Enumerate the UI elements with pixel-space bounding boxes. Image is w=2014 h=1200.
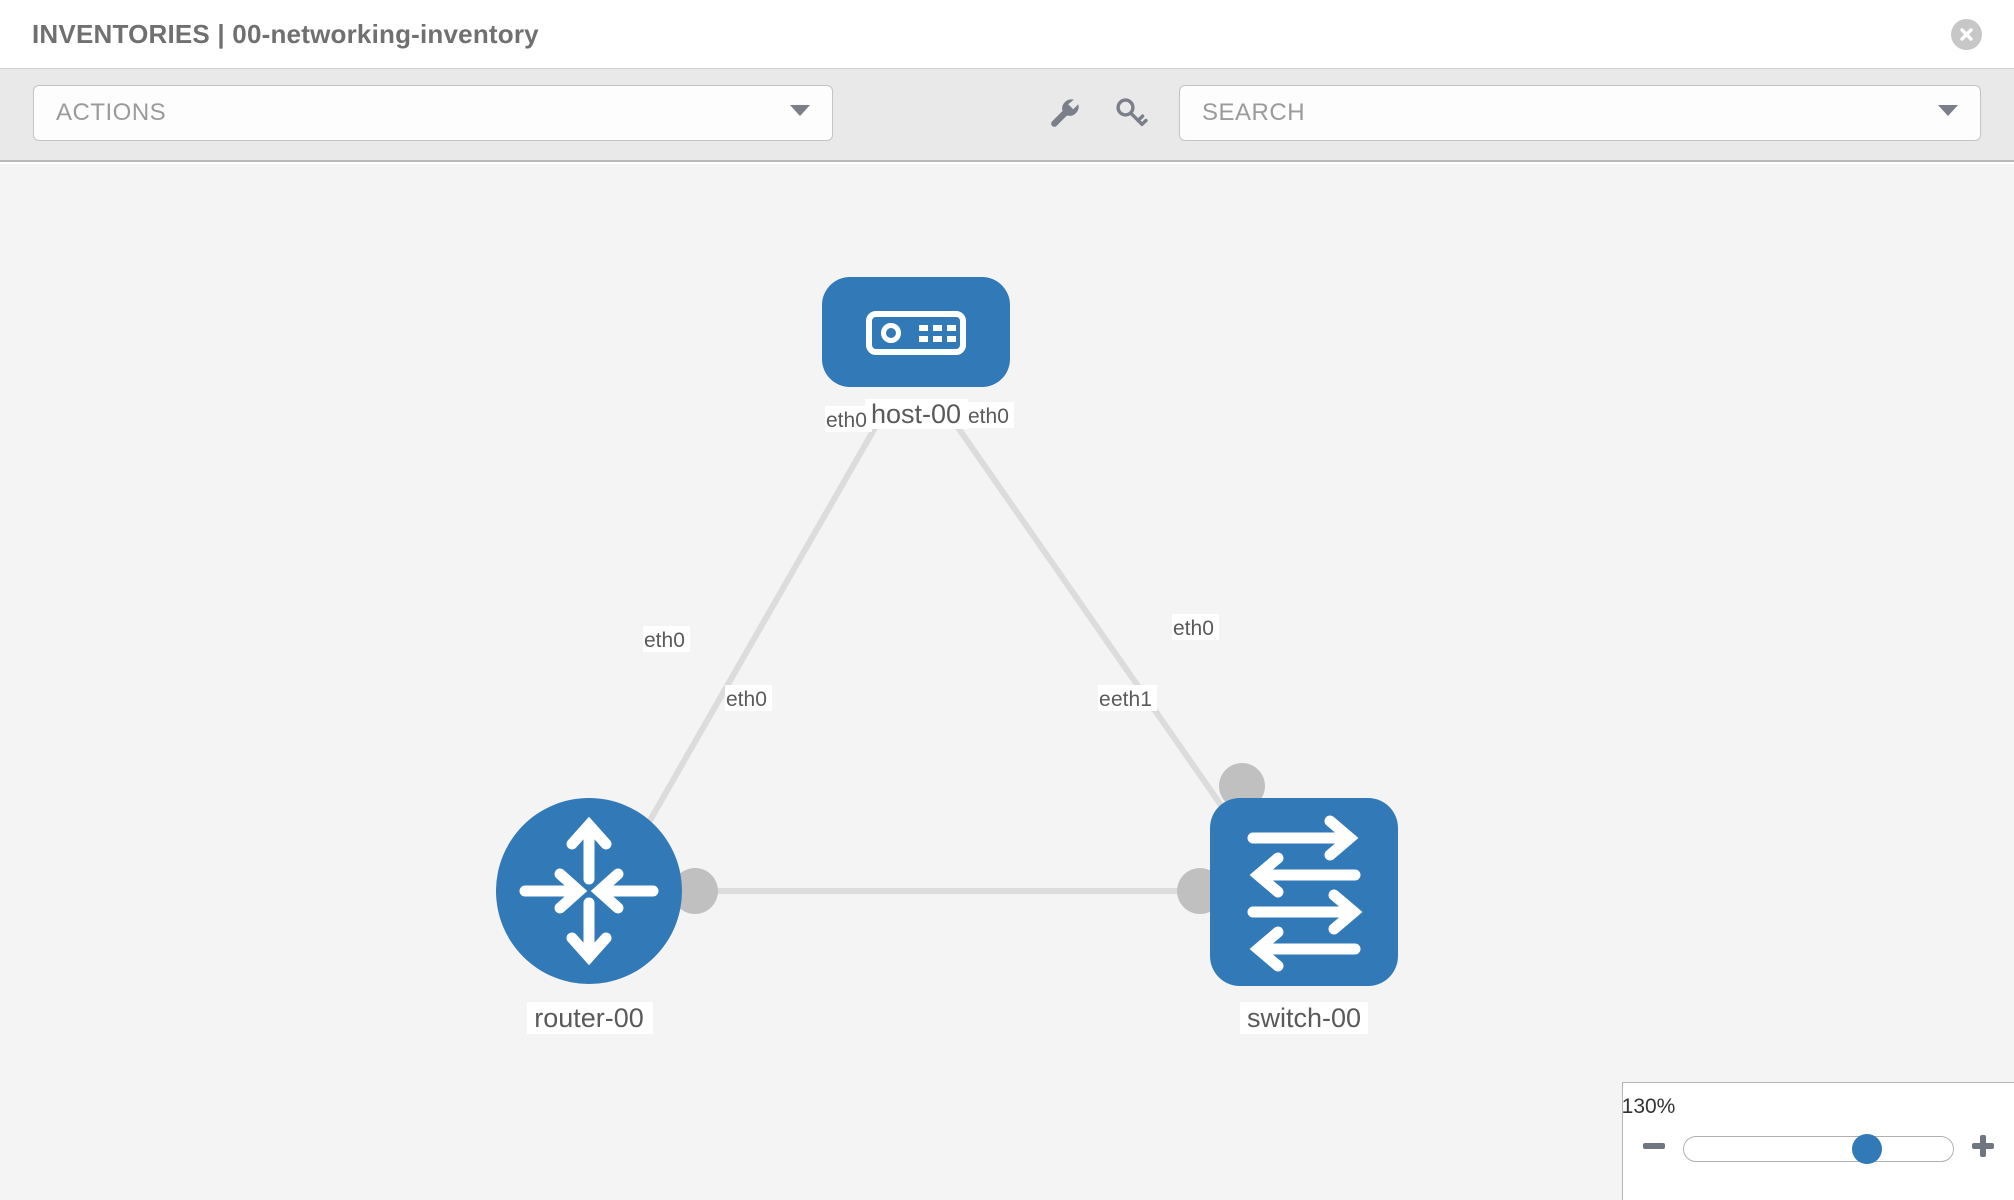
plus-icon[interactable] (1970, 1133, 1996, 1164)
iface-label-router-upper: eth0 (644, 629, 685, 652)
minus-icon[interactable] (1641, 1133, 1667, 1164)
node-label-host: host-00 (871, 399, 961, 429)
server-icon (866, 311, 966, 355)
toolbar: ACTIONS SEARCH (0, 68, 2014, 162)
connector-switch-top[interactable] (1219, 763, 1265, 809)
close-icon[interactable] (1951, 19, 1982, 50)
node-router-00[interactable]: router-00 (496, 798, 682, 1034)
node-switch-00[interactable]: switch-00 (1210, 798, 1398, 1034)
search-placeholder: SEARCH (1202, 99, 1306, 126)
iface-label-host-left: eth0 (826, 409, 867, 432)
chevron-down-icon (790, 104, 810, 122)
toolbar-icon-group (1045, 93, 1149, 136)
iface-label-switch-upper: eth0 (1173, 617, 1214, 640)
router-arrows-icon (519, 816, 659, 966)
zoom-slider-track[interactable] (1683, 1133, 1954, 1164)
iface-label-router-right: eth0 (726, 688, 767, 711)
search-input[interactable]: SEARCH (1179, 85, 1981, 141)
topology-graph: host-00 eth0 eth0 (496, 277, 1398, 1034)
router-node-shape[interactable] (496, 798, 682, 984)
host-node-shape[interactable] (822, 277, 1010, 387)
page-title: INVENTORIES | 00-networking-inventory (32, 18, 539, 49)
node-label-switch: switch-00 (1247, 1003, 1361, 1033)
wrench-icon[interactable] (1045, 93, 1083, 136)
actions-dropdown[interactable]: ACTIONS (33, 85, 833, 141)
page-header: INVENTORIES | 00-networking-inventory (0, 0, 2014, 68)
switch-arrows-icon (1247, 815, 1363, 972)
edge-host-router[interactable] (622, 417, 883, 866)
zoom-control-panel: 130% (1622, 1082, 2014, 1200)
topology-edges (622, 417, 1258, 894)
zoom-level-label: 130% (1621, 1095, 1676, 1118)
switch-node-shape[interactable] (1210, 798, 1398, 986)
node-label-router: router-00 (534, 1003, 644, 1033)
zoom-slider-row (1623, 1133, 2014, 1164)
zoom-slider-thumb[interactable] (1851, 1133, 1882, 1164)
chevron-down-icon[interactable] (1938, 104, 1958, 122)
topology-canvas[interactable]: host-00 eth0 eth0 (0, 164, 2014, 1200)
connector-router-right[interactable] (672, 868, 718, 914)
node-host-00[interactable]: host-00 (822, 277, 1010, 429)
iface-label-switch-left-b: eth1 (1111, 688, 1152, 711)
edge-host-switch[interactable] (949, 417, 1258, 856)
actions-dropdown-label: ACTIONS (56, 99, 167, 126)
iface-label-host-right: eth0 (968, 405, 1009, 428)
key-icon[interactable] (1111, 93, 1149, 136)
